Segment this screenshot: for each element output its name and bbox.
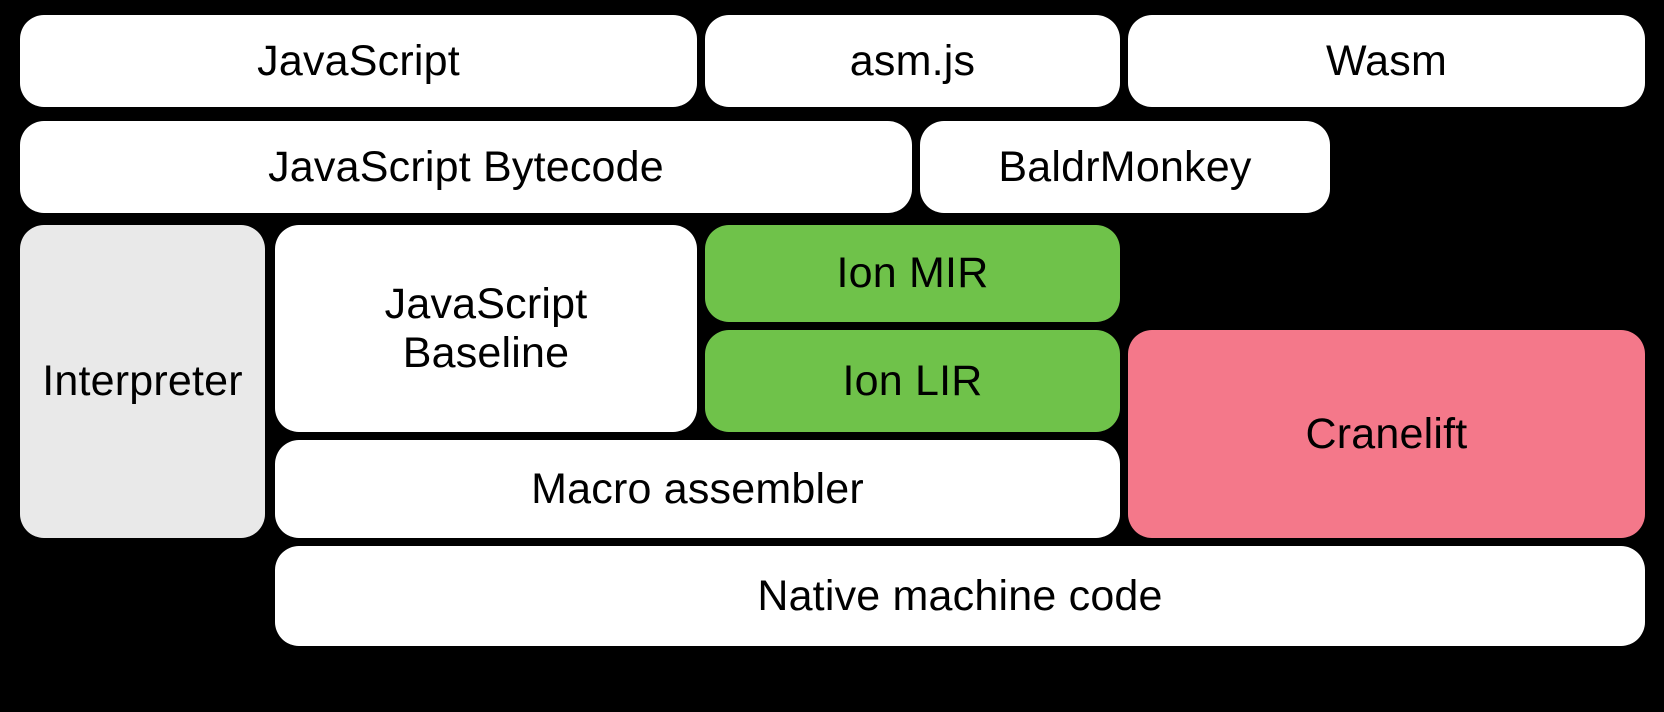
- node-javascript: JavaScript: [20, 15, 697, 107]
- node-ion-mir: Ion MIR: [705, 225, 1120, 322]
- node-ion-lir: Ion LIR: [705, 330, 1120, 432]
- node-asmjs: asm.js: [705, 15, 1120, 107]
- node-javascript-bytecode: JavaScript Bytecode: [20, 121, 912, 213]
- node-native-machine-code: Native machine code: [275, 546, 1645, 646]
- node-javascript-baseline: JavaScript Baseline: [275, 225, 697, 432]
- node-cranelift: Cranelift: [1128, 330, 1645, 538]
- node-interpreter: Interpreter: [20, 225, 265, 538]
- node-baldrmonkey: BaldrMonkey: [920, 121, 1330, 213]
- node-macro-assembler: Macro assembler: [275, 440, 1120, 538]
- node-wasm: Wasm: [1128, 15, 1645, 107]
